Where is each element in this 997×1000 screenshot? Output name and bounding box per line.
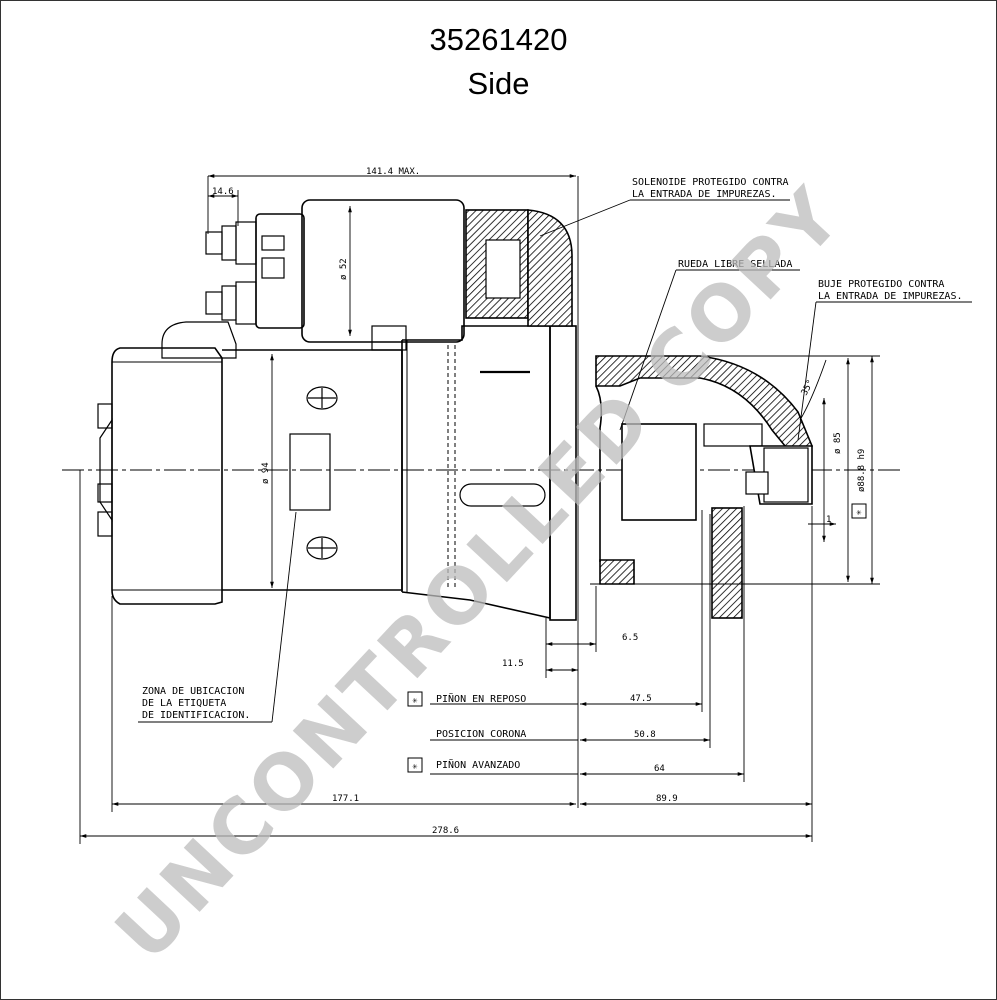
motor-body [97, 325, 577, 621]
note-solenoid-line1: SOLENOIDE PROTEGIDO CONTRA [632, 177, 789, 188]
note-label-zone-line2: DE LA ETIQUETA [142, 698, 226, 709]
dim-rear-length: 177.1 [332, 794, 359, 804]
legend-pinion-advanced: PIÑON AVANZADO [436, 758, 520, 771]
note-freewheel: RUEDA LIBRE SELLADA [678, 259, 792, 270]
dim-max-length: 141.4 MAX. [366, 167, 420, 177]
dim-total-length: 278.6 [432, 826, 459, 836]
dim-ring-position: 50.8 [634, 730, 656, 740]
terminal-studs [205, 221, 285, 325]
dimension-lines [79, 174, 880, 844]
dim-offset-a: 6.5 [622, 633, 638, 643]
svg-text:✳: ✳ [412, 696, 418, 706]
dim-solenoid-dia: ø 52 [339, 258, 349, 280]
dim-flange-dia: ø 85 [833, 432, 843, 454]
note-label-zone-line1: ZONA DE UBICACION [142, 686, 244, 697]
dim-motor-dia: ø 94 [261, 462, 271, 484]
note-bushing-line1: BUJE PROTEGIDO CONTRA [818, 279, 944, 290]
screw-lower [306, 536, 338, 560]
legend-ring-position: POSICION CORONA [436, 729, 526, 740]
dim-angle: 35° [800, 378, 816, 397]
reference-symbols: ✳ ✳ ✳ [407, 503, 867, 773]
svg-text:✳: ✳ [856, 508, 862, 518]
svg-text:✳: ✳ [412, 762, 418, 772]
dim-gap: 1 [826, 515, 831, 525]
drawing-title: 35261420 [429, 22, 568, 57]
legend-pinion-rest: PIÑON EN REPOSO [436, 692, 526, 705]
note-label-zone-line3: DE IDENTIFICACION. [142, 710, 250, 721]
dim-pinion-advanced: 64 [654, 764, 665, 774]
leader-lines [138, 199, 972, 723]
dim-pilot-dia: ø88.8 h9 [857, 449, 867, 492]
dim-offset-b: 11.5 [502, 659, 524, 669]
dim-terminal-offset: 14.6 [212, 187, 234, 197]
solenoid [161, 199, 573, 359]
dim-pinion-rest: 47.5 [630, 694, 652, 704]
screw-upper [306, 386, 338, 410]
note-solenoid-line2: LA ENTRADA DE IMPUREZAS. [632, 189, 777, 200]
drawing-subtitle: Side [467, 66, 530, 101]
note-bushing-line2: LA ENTRADA DE IMPUREZAS. [818, 291, 963, 302]
drive-housing [595, 355, 814, 619]
dim-front-length: 89.9 [656, 794, 678, 804]
